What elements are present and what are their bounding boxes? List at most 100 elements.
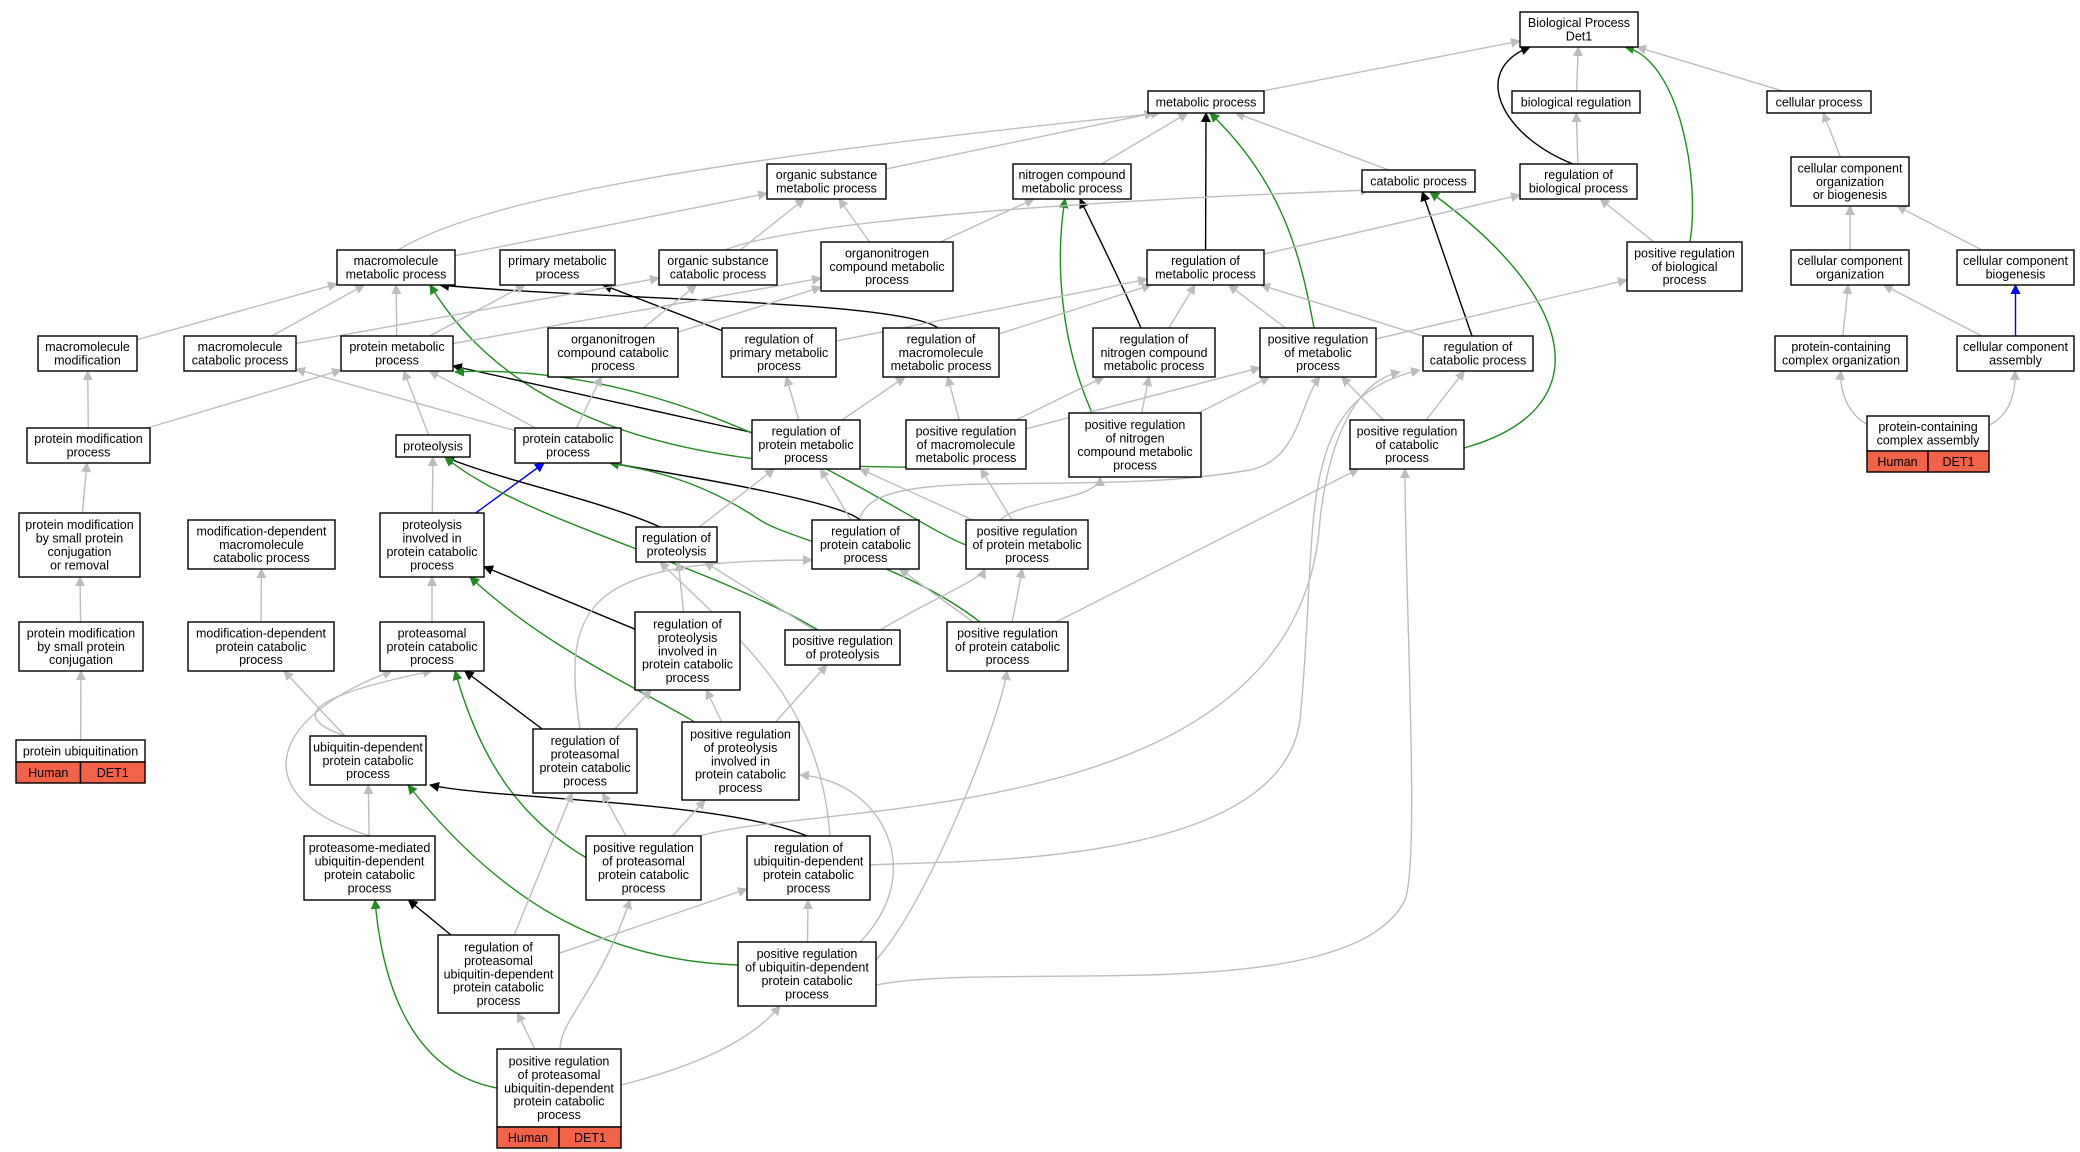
is-a-edge-regnitro-to-regmet xyxy=(1168,284,1196,329)
go-term-label-line: regulation of xyxy=(907,332,976,346)
go-term-label-line: of nitrogen xyxy=(1105,432,1164,446)
go-term-node-bioreg[interactable]: biological regulation xyxy=(1511,90,1641,114)
go-term-label-line: metabolic process xyxy=(346,268,447,282)
relationship-edges xyxy=(75,37,2021,1089)
go-term-label-line: process xyxy=(536,268,580,282)
go-term-box xyxy=(905,419,1027,470)
go-term-node-regubiq[interactable]: regulation ofubiquitin-dependentprotein … xyxy=(746,835,871,901)
go-term-node-proteasomemed[interactable]: proteasome-mediatedubiquitin-dependentpr… xyxy=(303,835,436,901)
is-a-edge-posregproteolysisinv-to-posregproteolysis xyxy=(774,664,828,723)
go-term-label-line: ubiquitin-dependent xyxy=(444,967,554,981)
positively-regulates-edge-posregproteasomalubiq-to-proteasomemed xyxy=(370,899,498,1089)
go-term-node-metabolic[interactable]: metabolic process xyxy=(1147,90,1265,114)
is-a-edge-regmet-to-regbio xyxy=(1263,192,1521,255)
go-term-node-catab[interactable]: catabolic process xyxy=(1361,169,1476,193)
go-term-label-line: of macromolecule xyxy=(917,438,1016,452)
is-a-edge-posregproteasomal-to-regproteasomal xyxy=(601,792,627,837)
go-term-label-line: involved in xyxy=(658,644,717,658)
go-term-box xyxy=(1956,335,2075,372)
go-term-box xyxy=(379,621,485,672)
go-term-label-line: biological regulation xyxy=(1521,95,1632,109)
go-term-label-line: compound metabolic xyxy=(1077,445,1192,459)
is-a-edge-posregubiq-to-posregproteolysisinv xyxy=(799,770,894,943)
go-term-label-line: catabolic process xyxy=(1370,174,1467,188)
is-a-edge-proteasomemed-to-proteasomal xyxy=(285,669,393,837)
go-term-node-moddepmacro[interactable]: modification-dependentmacromoleculecatab… xyxy=(187,519,336,570)
go-term-box xyxy=(784,629,901,666)
go-term-label-line: process xyxy=(787,881,831,895)
go-term-node-proteolysis[interactable]: proteolysis xyxy=(395,434,471,458)
go-term-label-line: organic substance xyxy=(776,168,878,182)
go-term-label-line: metabolic process xyxy=(1156,95,1257,109)
is-a-edge-protcat-to-orgnitrocat xyxy=(575,376,602,429)
go-term-node-regproteasomalubiq[interactable]: regulation ofproteasomalubiquitin-depend… xyxy=(437,934,560,1014)
go-term-box xyxy=(1511,90,1641,114)
go-term-label-line: protein modification xyxy=(27,626,135,640)
is-a-edge-regproteasomalubiq-to-regubiq xyxy=(558,887,748,954)
go-term-label-line: cellular component xyxy=(1798,161,1903,175)
go-term-box xyxy=(1519,11,1639,48)
go-term-label-line: of catabolic xyxy=(1375,438,1438,452)
go-term-label-line: modification xyxy=(54,354,121,368)
is-a-edge-nitro-to-metabolic xyxy=(1101,112,1189,165)
go-term-label-line: process xyxy=(719,781,763,795)
go-term-label-line: protein catabolic xyxy=(598,868,689,882)
go-term-box xyxy=(882,327,1000,378)
go-term-label-line: ubiquitin-dependent xyxy=(754,855,864,869)
go-term-label-line: regulation of xyxy=(653,618,722,632)
is-a-edge-protcat-to-macrocat xyxy=(295,366,516,432)
go-term-node-cellproc[interactable]: cellular process xyxy=(1766,90,1872,114)
go-term-label-line: biogenesis xyxy=(1986,268,2046,282)
go-term-label-line: metabolic process xyxy=(776,182,877,196)
